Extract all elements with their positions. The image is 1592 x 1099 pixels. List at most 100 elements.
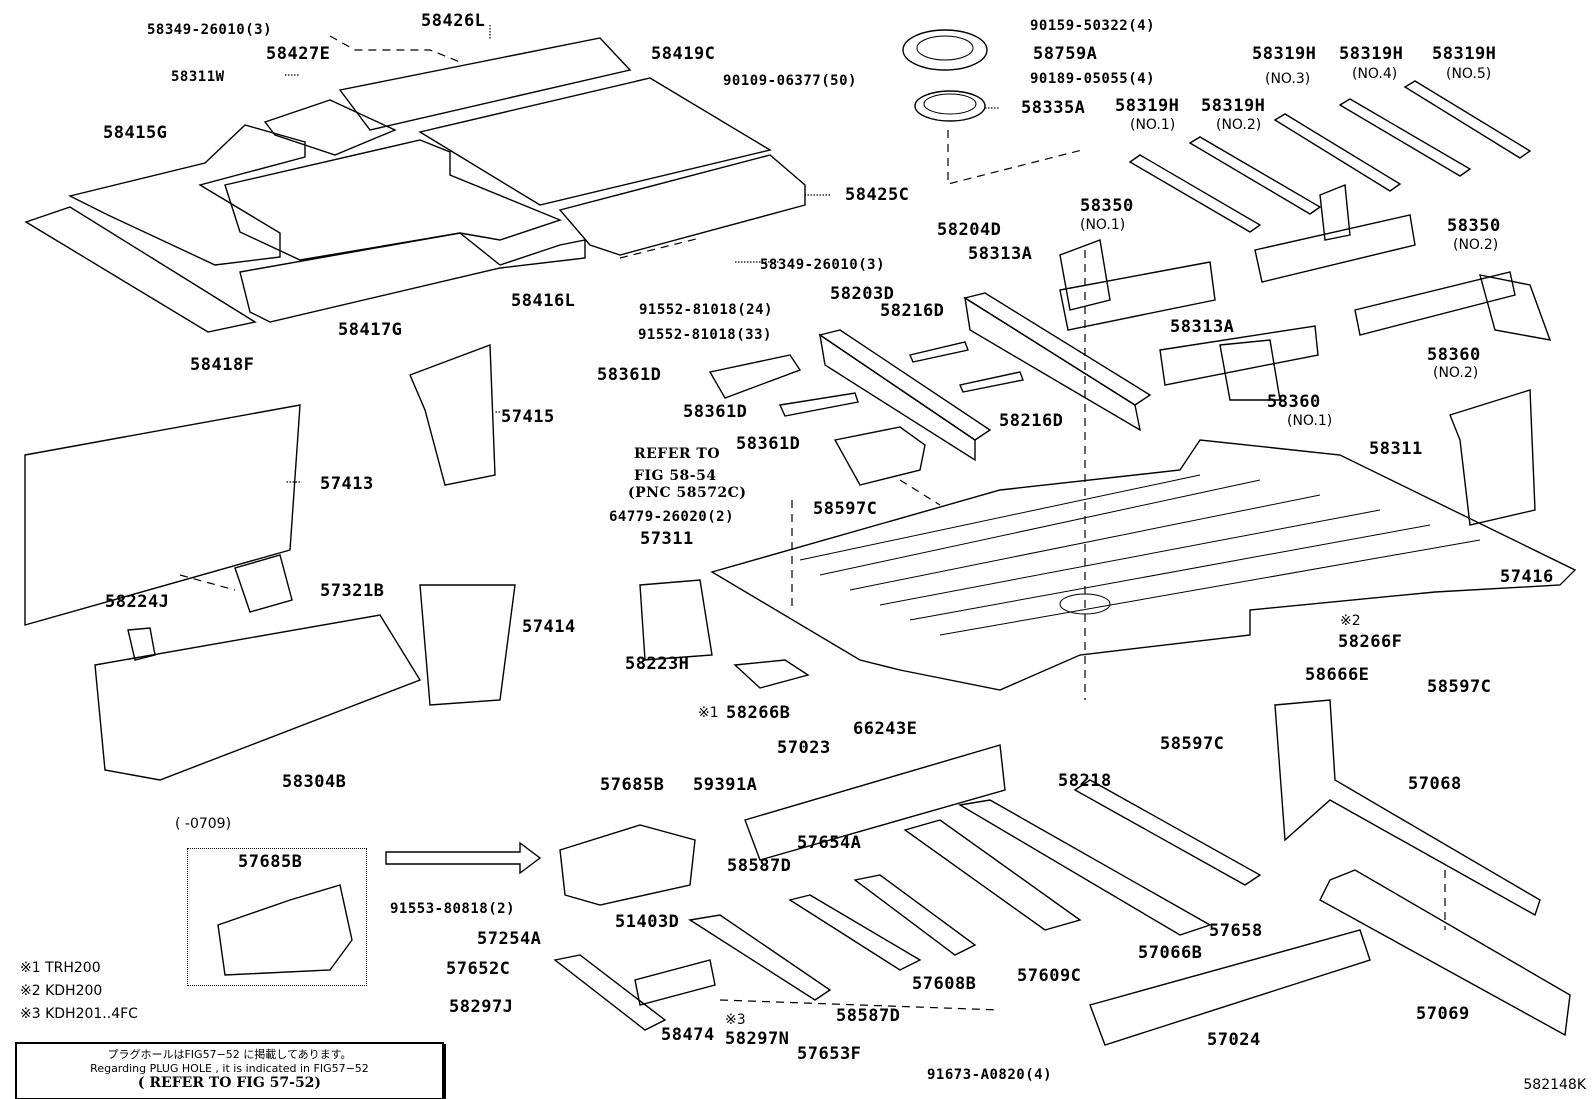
side-rail-57024: [1089, 929, 1371, 1046]
label-58666E: 58666E: [1305, 665, 1370, 685]
label-58361D-1: 58361D: [597, 365, 662, 385]
crossmember-57023: [744, 744, 1006, 861]
sublabel-58319H-no2: (NO.2): [1216, 117, 1262, 133]
panel-57416: [1449, 389, 1536, 526]
inset-box: 57685B: [187, 848, 367, 986]
note-reference: ( REFER TO FIG 57-52): [137, 1075, 322, 1091]
ventilator-58759A: [902, 29, 988, 71]
label-58297J: 58297J: [449, 997, 514, 1017]
label-58203D: 58203D: [830, 284, 895, 304]
label-58335A: 58335A: [1021, 98, 1086, 118]
label-58418F: 58418F: [190, 355, 255, 375]
floor-mat-58418F: [24, 206, 257, 333]
marker-2-58266F: ※2: [1340, 613, 1361, 629]
label-58266B: 58266B: [726, 703, 791, 723]
label-58313A-mid: 58313A: [1170, 317, 1235, 337]
label-58425C: 58425C: [845, 185, 910, 205]
label-90189-05055: 90189-05055(4): [1030, 71, 1156, 87]
label-66243E: 66243E: [853, 719, 918, 739]
plates-58216D: [909, 341, 1024, 393]
label-90109-06377: 90109-06377(50): [723, 73, 857, 89]
label-90159-50322: 90159-50322(4): [1030, 18, 1156, 34]
panel-57413: [24, 404, 301, 626]
label-58319H-no4: 58319H: [1339, 44, 1404, 64]
sublabel-58350-no2: (NO.2): [1453, 237, 1499, 253]
label-59391A: 59391A: [693, 775, 758, 795]
label-58426L: 58426L: [421, 11, 486, 31]
crossmember-57066B: [957, 799, 1212, 936]
label-57068: 57068: [1408, 774, 1462, 794]
label-91552-81018-33: 91552-81018(33): [638, 327, 772, 343]
label-refer-to: REFER TO: [634, 446, 721, 462]
sublabel-58319H-no4: (NO.4): [1352, 66, 1398, 82]
label-58319H-no2: 58319H: [1201, 96, 1266, 116]
rail-58319H-set: [1128, 80, 1532, 233]
label-58474: 58474: [661, 1025, 715, 1045]
crossmember-58350-no1: [1059, 239, 1216, 331]
label-58313A-top: 58313A: [968, 244, 1033, 264]
label-refer-fig-58-54: FIG 58-54: [634, 468, 717, 484]
label-58587D-top: 58587D: [727, 856, 792, 876]
brackets-58361D: [708, 354, 926, 486]
label-57685B-inset: 57685B: [238, 852, 303, 872]
label-58218: 58218: [1058, 771, 1112, 791]
label-58597C-top: 58597C: [813, 499, 878, 519]
crossmember-58203D: [818, 329, 992, 462]
label-57254A: 57254A: [477, 929, 542, 949]
sublabel-58319H-no3: (NO.3): [1265, 71, 1311, 87]
floor-mat-58415G: [67, 124, 306, 266]
legend-item-1: ※1 TRH200: [20, 960, 101, 976]
ring-58335A: [914, 90, 986, 122]
label-57653F: 57653F: [797, 1044, 862, 1064]
label-58304B: 58304B: [282, 772, 347, 792]
label-58216D-top: 58216D: [880, 301, 945, 321]
crossmember-57654A: [788, 894, 922, 971]
sublabel-58360-no2: (NO.2): [1433, 365, 1479, 381]
crossmember-58350-no2: [1254, 184, 1416, 283]
label-57416: 57416: [1500, 567, 1554, 587]
label-58223H: 58223H: [625, 654, 690, 674]
crossmember-58360-no1: [1159, 325, 1319, 401]
label-58759A: 58759A: [1033, 44, 1098, 64]
floor-mat-58416L: [224, 139, 563, 261]
label-58350-no2: 58350: [1447, 216, 1501, 236]
bracket-57685B: [559, 824, 696, 906]
panel-57311: [639, 579, 713, 661]
floor-mat-58425C: [558, 154, 806, 256]
side-rail-57068: [1274, 699, 1541, 917]
label-57413: 57413: [320, 474, 374, 494]
label-58415G: 58415G: [103, 123, 168, 143]
legend-item-3: ※3 KDH201..4FC: [20, 1006, 138, 1022]
label-58319H-no1: 58319H: [1115, 96, 1180, 116]
bracket-57321B: [234, 554, 293, 613]
label-58319H-no3: 58319H: [1252, 44, 1317, 64]
label-58361D-2: 58361D: [683, 402, 748, 422]
label-58266F: 58266F: [1338, 632, 1403, 652]
label-57658: 57658: [1209, 921, 1263, 941]
label-57608B: 57608B: [912, 974, 977, 994]
label-58224J: 58224J: [105, 592, 170, 612]
floor-mat-58427E: [263, 99, 397, 156]
label-58360-no1: 58360: [1267, 392, 1321, 412]
label-58204D: 58204D: [937, 220, 1002, 240]
label-57654A: 57654A: [797, 833, 862, 853]
panel-57415: [409, 344, 496, 486]
label-58311: 58311: [1369, 439, 1423, 459]
label-57685B: 57685B: [600, 775, 665, 795]
crossmember-57652C: [553, 954, 667, 1031]
label-58361D-3: 58361D: [736, 434, 801, 454]
floor-mat-58417G: [239, 232, 586, 323]
label-58597C-bottom: 58597C: [1160, 734, 1225, 754]
label-51403D: 51403D: [615, 912, 680, 932]
crossmember-51403D: [634, 959, 716, 1006]
label-57066B: 57066B: [1138, 943, 1203, 963]
floor-mat-58419C: [418, 77, 772, 206]
crossmember-57653F: [688, 914, 832, 1001]
floor-pan-58311: [710, 439, 1577, 691]
label-57024: 57024: [1207, 1030, 1261, 1050]
label-58427E: 58427E: [266, 44, 331, 64]
label-64779-26020: 64779-26020(2): [609, 509, 735, 525]
label-57311: 57311: [640, 529, 694, 549]
